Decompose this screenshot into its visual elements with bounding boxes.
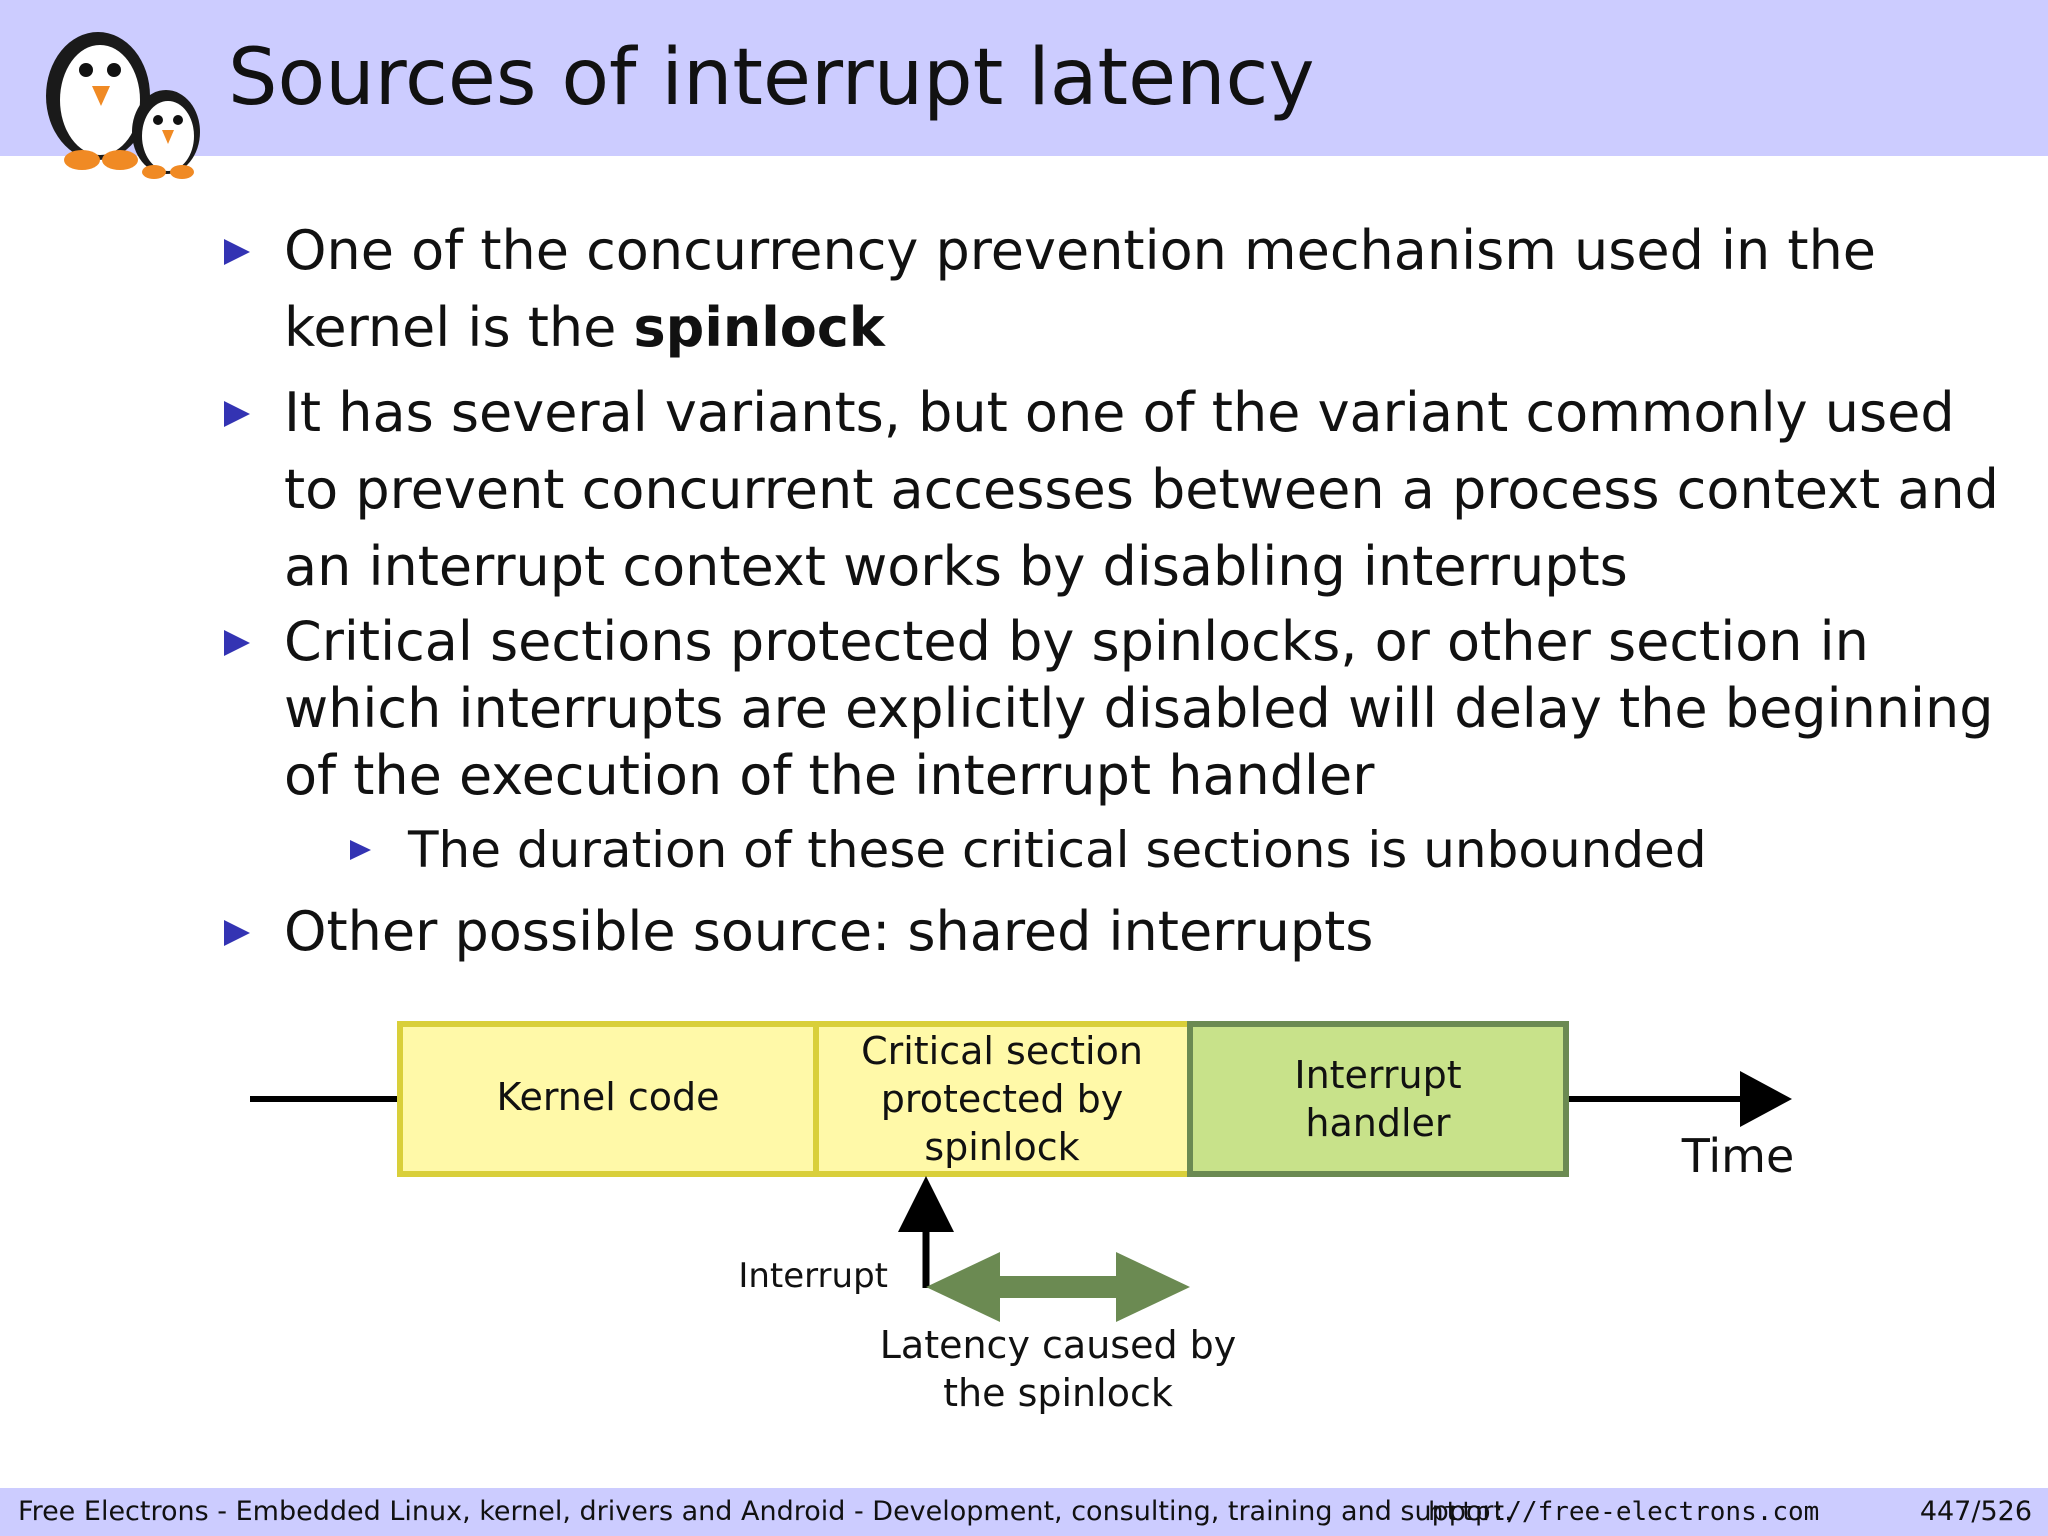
latency-label-1: Latency caused by xyxy=(880,1323,1237,1367)
footer-url: http://free-electrons.com xyxy=(1428,1497,1820,1527)
interrupt-label: Interrupt xyxy=(738,1256,888,1296)
bullet-arrow-icon xyxy=(224,401,250,427)
interrupt-handler-box xyxy=(1187,1021,1569,1177)
interrupt-arrow-icon xyxy=(898,1176,954,1232)
kernel-code-label: Kernel code xyxy=(496,1075,719,1119)
interrupt-handler-label-2: handler xyxy=(1305,1101,1451,1145)
latency-label-2: the spinlock xyxy=(943,1371,1173,1415)
bullet-3-line-2: which interrupts are explicitly disabled… xyxy=(284,677,1994,740)
kernel-code-box xyxy=(397,1021,819,1177)
time-label: Time xyxy=(1681,1129,1795,1183)
bullet-2-line-1: It has several variants, but one of the … xyxy=(284,381,1955,444)
penguin-logo-icon xyxy=(46,32,200,179)
interrupt-handler-label-1: Interrupt xyxy=(1294,1053,1461,1097)
bullet-1-line-2: kernel is the spinlock xyxy=(284,296,885,360)
latency-arrow-right-icon xyxy=(1116,1252,1190,1322)
bullet-arrow-icon xyxy=(224,239,250,265)
bullet-1-text: kernel is the xyxy=(284,296,634,359)
bullet-3-sub: The duration of these critical sections … xyxy=(408,821,1707,879)
critical-section-label-2: protected by xyxy=(881,1077,1123,1121)
bullet-arrow-icon xyxy=(224,920,250,946)
bullet-1-line-1: One of the concurrency prevention mechan… xyxy=(284,219,1877,282)
sub-bullet-arrow-icon xyxy=(350,840,371,860)
bullet-2-line-2: to prevent concurrent accesses between a… xyxy=(284,458,1999,521)
time-arrow-icon xyxy=(1740,1071,1792,1127)
slide-header xyxy=(0,0,2048,156)
latency-arrow-left-icon xyxy=(926,1252,1000,1322)
spinlock-latency-diagram: Kernel code Critical section protected b… xyxy=(250,1021,1795,1415)
critical-section-box xyxy=(813,1021,1193,1177)
page-title: Sources of interrupt latency xyxy=(228,33,1315,123)
bullet-3-line-3: of the execution of the interrupt handle… xyxy=(284,744,1375,807)
latency-arrow-shaft xyxy=(980,1276,1124,1298)
bullet-arrow-icon xyxy=(224,630,250,656)
critical-section-label-3: spinlock xyxy=(924,1125,1079,1169)
bullet-3-line-1: Critical sections protected by spinlocks… xyxy=(284,610,1869,673)
slide-footer: Free Electrons - Embedded Linux, kernel,… xyxy=(0,1488,2048,1536)
footer-text: Free Electrons - Embedded Linux, kernel,… xyxy=(18,1496,1513,1527)
critical-section-label-1: Critical section xyxy=(861,1029,1143,1073)
spinlock-bold-text: spinlock xyxy=(633,296,885,359)
bullet-2-line-3: an interrupt context works by disabling … xyxy=(284,535,1628,598)
bullet-4-line-1: Other possible source: shared interrupts xyxy=(284,900,1374,963)
page-number: 447/526 xyxy=(1919,1496,2032,1527)
